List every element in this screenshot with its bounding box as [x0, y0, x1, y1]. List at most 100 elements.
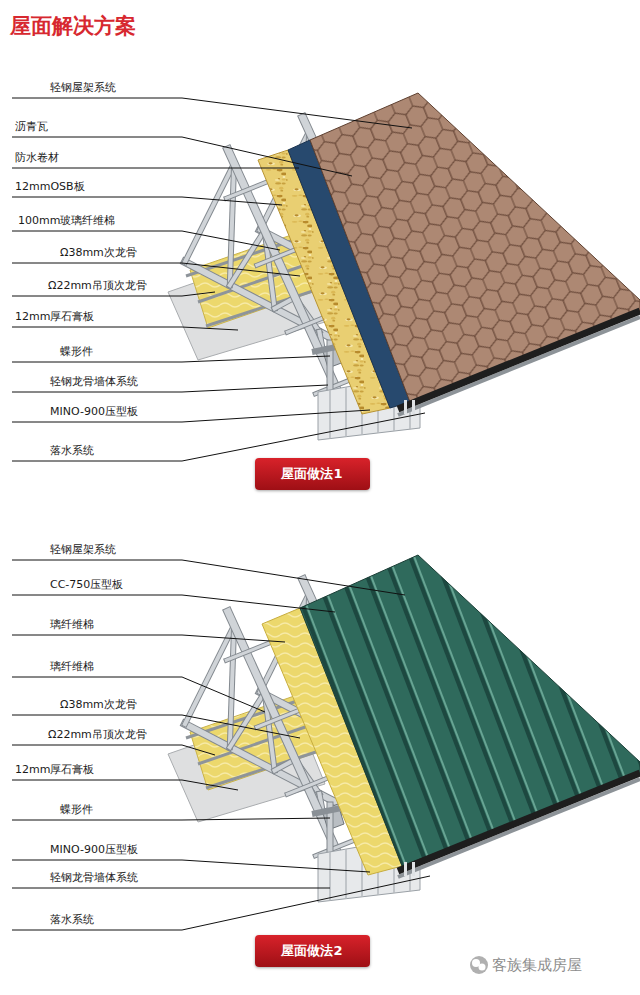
panel-rib-highlight: [498, 380, 640, 799]
part-label: Ω22mm吊顶次龙骨: [48, 278, 147, 294]
panel-rib-highlight: [388, 422, 548, 841]
leader-line: [12, 292, 215, 296]
gutter-shadow: [398, 779, 640, 877]
gutter-hanger: [404, 862, 407, 876]
panel-rib-highlight: [432, 405, 592, 824]
part-label: 蝶形件: [60, 344, 93, 360]
steel-member: [230, 163, 234, 285]
part-label: 轻钢龙骨墙体系统: [50, 870, 138, 886]
part-label: 璃纤维棉: [50, 617, 94, 633]
steel-member: [185, 625, 234, 724]
method-button: 屋面做法1: [255, 458, 370, 490]
panel-rib: [582, 346, 640, 765]
asphalt-shingles: [310, 93, 640, 402]
part-label: 落水系统: [50, 443, 94, 459]
panel-rib: [472, 388, 632, 807]
leader-line: [12, 197, 282, 205]
part-label: 防水卷材: [15, 150, 59, 166]
leader-line: [12, 263, 300, 276]
roof-section-shingle: [168, 93, 640, 440]
part-label: CC-750压型板: [50, 577, 123, 593]
steel-member: [230, 230, 265, 285]
panel-rib: [560, 354, 640, 773]
part-label: MINO-900压型板: [50, 404, 138, 420]
leader-line: [12, 818, 330, 820]
leader-line: [12, 876, 430, 930]
panel-rib-highlight: [366, 431, 526, 850]
steel-member: [185, 625, 234, 724]
part-label: 12mm厚石膏板: [15, 762, 94, 778]
panel-rib: [296, 456, 456, 875]
leader-line: [12, 137, 352, 176]
gutter-hanger: [412, 862, 415, 876]
panel-rib-highlight: [476, 388, 636, 807]
panel-rib-highlight: [410, 414, 570, 833]
part-label: 沥青瓦: [15, 119, 48, 135]
part-label: Ω22mm吊顶次龙骨: [48, 727, 147, 743]
panel-rib-highlight: [520, 371, 640, 790]
panel-rib: [516, 371, 640, 790]
method-button: 屋面做法2: [255, 935, 370, 967]
watermark: 客族集成房屋: [492, 955, 582, 975]
cladding-rib: [329, 852, 331, 901]
leader-line: [12, 595, 335, 612]
panel-rib-highlight: [542, 363, 640, 782]
leader-line: [12, 327, 238, 330]
button-text: 屋面做法2: [281, 935, 342, 967]
cladding-rib: [345, 849, 347, 899]
panel-rib: [450, 397, 610, 816]
leader-line: [12, 635, 285, 642]
panel-rib-highlight: [454, 397, 614, 816]
panel-outline: [300, 555, 640, 866]
part-label: Ω38mm次龙骨: [60, 245, 137, 261]
panel-rib: [538, 363, 640, 782]
watermark-icon: [470, 956, 488, 974]
part-label: 轻钢龙骨墙体系统: [50, 374, 138, 390]
part-label: 12mm厚石膏板: [15, 309, 94, 325]
panel-rib-highlight: [564, 354, 640, 773]
panel-rib: [340, 439, 500, 858]
panel-rib: [384, 422, 544, 841]
steel-member: [230, 230, 265, 285]
part-label: 12mmOSB板: [15, 179, 85, 195]
watermark-icon-mark: [479, 964, 486, 971]
part-label: MINO-900压型板: [50, 842, 138, 858]
leader-line: [12, 168, 299, 169]
part-label: Ω38mm次龙骨: [60, 697, 137, 713]
part-label: 轻钢屋架系统: [50, 80, 116, 96]
panel-rib-highlight: [278, 465, 438, 884]
panel-rib: [406, 414, 566, 833]
part-label: 100mm玻璃纤维棉: [18, 213, 115, 229]
leader-line: [12, 560, 405, 595]
steel-member: [230, 692, 265, 747]
leader-line: [12, 888, 330, 889]
panel-rib: [274, 465, 434, 884]
roof-section-metal: [168, 346, 640, 903]
gutter: [398, 773, 640, 871]
steel-member: [185, 163, 234, 262]
watermark-icon-bg: [470, 956, 488, 974]
part-label: 落水系统: [50, 912, 94, 928]
panel-rib: [362, 431, 522, 850]
panel-rib-highlight: [344, 439, 504, 858]
gutter-hanger: [412, 400, 415, 414]
steel-member: [230, 625, 234, 747]
panel-rib: [318, 448, 478, 867]
leader-line: [12, 860, 370, 872]
part-label: 璃纤维棉: [50, 659, 94, 675]
page-title: 屋面解决方案: [10, 12, 136, 40]
panel-rib-highlight: [256, 473, 416, 892]
steel-member: [230, 625, 234, 747]
leader-line: [12, 356, 330, 362]
gutter: [398, 311, 640, 409]
gutter-shadow: [398, 317, 640, 415]
gutter-hanger: [404, 400, 407, 414]
leader-line: [12, 413, 425, 461]
leader-lines: [12, 98, 430, 930]
leader-line: [12, 231, 280, 250]
leader-line: [12, 677, 265, 712]
panel-rib: [494, 380, 640, 799]
leader-line: [12, 98, 412, 128]
leader-line: [12, 780, 238, 790]
steel-member: [230, 163, 234, 285]
